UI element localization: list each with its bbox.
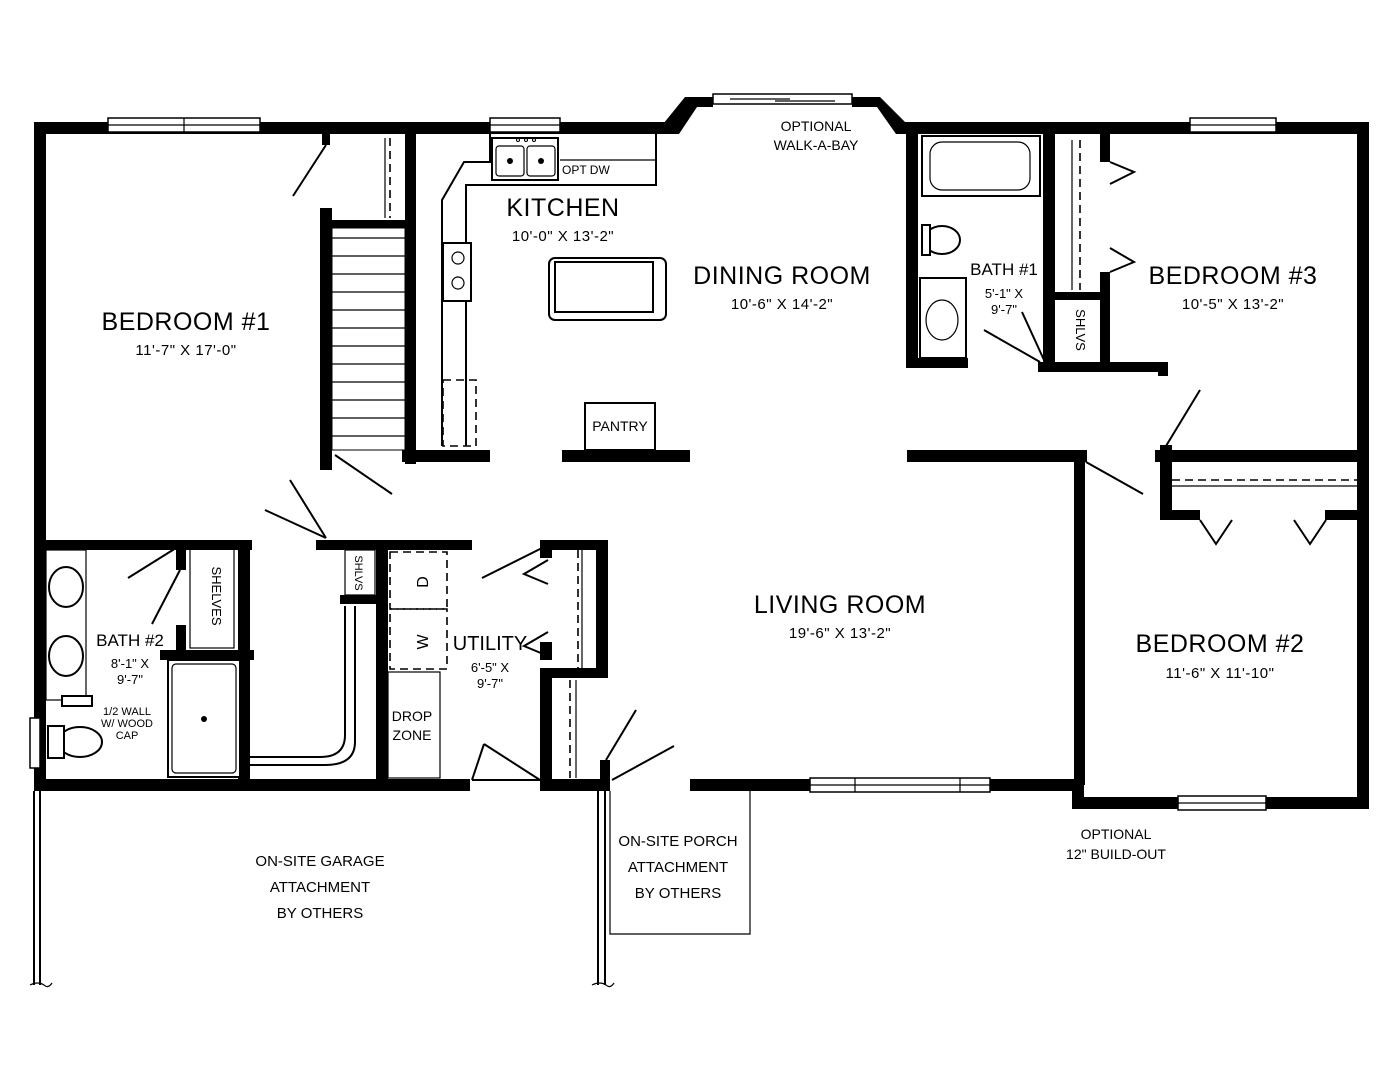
bath2-fixtures	[45, 543, 241, 778]
bathtub-bath1	[921, 135, 1041, 197]
walk-a-bay-line2: WALK-A-BAY	[774, 137, 859, 153]
bath2-dims-2: 9'-7"	[117, 672, 143, 687]
bath2-dims-1: 8'-1" X	[111, 656, 149, 671]
dining-name: DINING ROOM	[693, 262, 871, 290]
bath1-fixtures	[919, 135, 1081, 359]
porch-line2: ATTACHMENT	[628, 859, 728, 876]
drop-zone-line2: ZONE	[393, 727, 432, 743]
bedroom2-name: BEDROOM #2	[1136, 630, 1305, 658]
garage-line3: BY OTHERS	[277, 905, 363, 922]
annotations: OPT DW PANTRY OPTIONAL WALK-A-BAY SHELVE…	[101, 118, 1166, 922]
room-labels: BEDROOM #1 11'-7" X 17'-0" KITCHEN 10'-0…	[96, 194, 1317, 691]
kitchen-name: KITCHEN	[506, 194, 619, 222]
bedroom2-dims: 11'-6" X 11'-10"	[1166, 665, 1275, 682]
sink-bath2-b	[48, 635, 84, 677]
closets	[1172, 479, 1357, 487]
living-dims: 19'-6" X 13'-2"	[789, 625, 891, 642]
bedroom3-dims: 10'-5" X 13'-2"	[1182, 296, 1284, 313]
pantry	[584, 402, 656, 451]
porch-line3: BY OTHERS	[635, 885, 721, 902]
shlvs-bath1-label: SHLVS	[1073, 309, 1088, 351]
bath1-dims-2: 9'-7"	[991, 302, 1017, 317]
opt-dw-label: OPT DW	[562, 163, 610, 177]
bedroom1-name: BEDROOM #1	[102, 308, 271, 336]
staircase	[331, 138, 406, 451]
bath1-name: BATH #1	[970, 260, 1038, 279]
refrigerator-space	[442, 379, 477, 447]
garage-line1: ON-SITE GARAGE	[255, 853, 384, 870]
dryer-label: D	[415, 576, 432, 588]
bedroom1-dims: 11'-7" X 17'-0"	[135, 342, 236, 359]
washer-label: W	[415, 634, 432, 650]
kitchen-sink	[491, 137, 559, 181]
shelves-utility	[344, 549, 376, 596]
kitchen-counters	[441, 134, 667, 451]
dryer	[389, 551, 448, 610]
vanity-bath1	[919, 277, 967, 359]
window-bath2	[29, 717, 41, 769]
shelves-bath2	[189, 543, 235, 649]
utility-fixtures	[250, 549, 583, 779]
living-name: LIVING ROOM	[754, 591, 926, 619]
half-wall-line1: 1/2 WALL	[103, 706, 151, 718]
utility-name: UTILITY	[453, 633, 527, 655]
sink-bath2-a	[48, 566, 84, 608]
washer	[389, 608, 448, 670]
walk-a-bay-line1: OPTIONAL	[781, 118, 852, 134]
half-wall-line2: W/ WOOD	[101, 718, 153, 730]
dining-dims: 10'-6" X 14'-2"	[731, 296, 833, 313]
bath2-name: BATH #2	[96, 631, 164, 650]
attachments	[29, 791, 751, 988]
windows	[29, 93, 1277, 811]
shlvs-utility-label: SHLVS	[352, 555, 364, 590]
kitchen-island	[548, 257, 667, 321]
shelves-label: SHELVES	[209, 566, 224, 625]
half-wall-line3: CAP	[116, 730, 139, 742]
drop-zone	[387, 671, 441, 779]
buildout-line1: OPTIONAL	[1081, 826, 1152, 842]
utility-dims-2: 9'-7"	[477, 676, 503, 691]
drop-zone-line1: DROP	[392, 708, 432, 724]
bedroom3-name: BEDROOM #3	[1149, 262, 1318, 290]
utility-dims-1: 6'-5" X	[471, 660, 509, 675]
door-swings	[264, 144, 1327, 781]
interior-walls	[46, 127, 1369, 783]
buildout-line2: 12" BUILD-OUT	[1066, 846, 1166, 862]
pantry-label: PANTRY	[592, 418, 648, 434]
kitchen-dims: 10'-0" X 13'-2"	[512, 228, 614, 245]
bath1-dims-1: 5'-1" X	[985, 286, 1023, 301]
porch-line1: ON-SITE PORCH	[618, 833, 737, 850]
garage-line2: ATTACHMENT	[270, 879, 370, 896]
